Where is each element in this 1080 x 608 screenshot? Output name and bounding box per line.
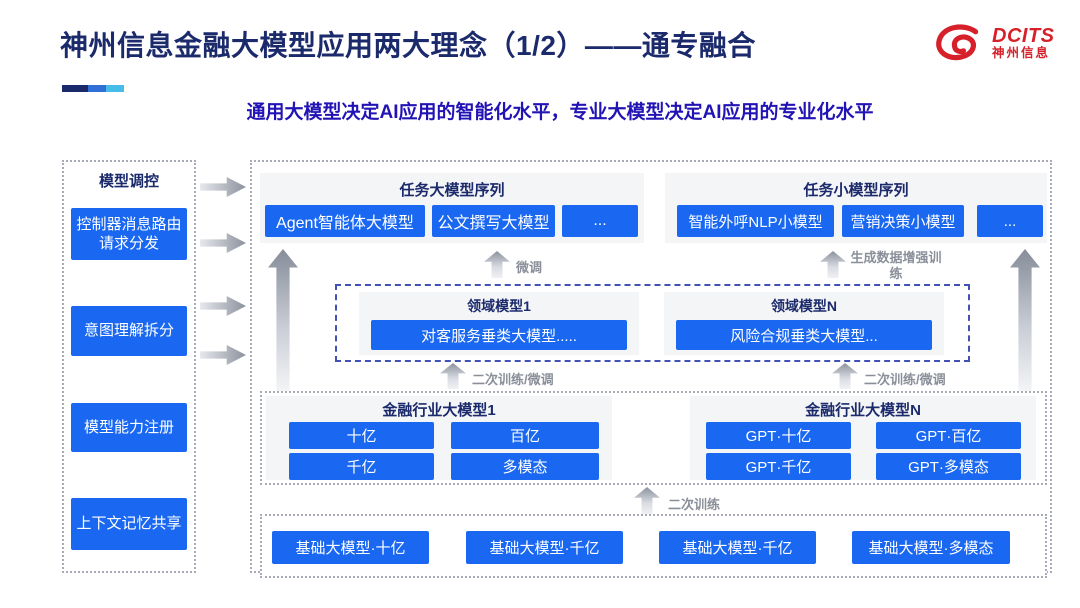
section-title: 任务大模型序列 xyxy=(399,182,505,199)
arrow-up-icon xyxy=(832,363,858,389)
model-chip-base-1b: 基础大模型·十亿 xyxy=(272,531,429,564)
arrow-right-icon xyxy=(200,233,246,253)
section-title: 领域模型N xyxy=(770,298,838,314)
arrow-up-icon xyxy=(634,487,660,514)
arrow-up-icon xyxy=(484,251,510,278)
model-chip-multimodal: 多模态 xyxy=(451,453,599,480)
retrain-finetune-label: 二次训练/微调 xyxy=(864,372,946,387)
arrow-up-large-icon xyxy=(1010,249,1040,391)
data-augment-label: 生成数据增强训练 xyxy=(850,250,942,282)
slide-subtitle: 通用大模型决定AI应用的智能化水平，专业大模型决定AI应用的专业化水平 xyxy=(246,102,874,123)
industry-model-1-box: 金融行业大模型1 十亿 百亿 千亿 多模态 xyxy=(266,396,612,480)
retrain-finetune-label: 二次训练/微调 xyxy=(472,372,554,387)
model-control-panel: 模型调控 控制器消息路由请求分发 意图理解拆分 模型能力注册 上下文记忆共享 xyxy=(62,160,196,573)
section-title: 金融行业大模型1 xyxy=(382,402,496,419)
dcits-swirl-icon xyxy=(936,24,979,61)
industry-model-n-box: 金融行业大模型N GPT·十亿 GPT·百亿 GPT·千亿 GPT·多模态 xyxy=(690,396,1036,480)
section-title: 金融行业大模型N xyxy=(805,402,921,419)
page-title: 神州信息金融大模型应用两大理念（1/2）——通专融合 xyxy=(60,30,756,61)
model-chip-gpt-1b: GPT·十亿 xyxy=(706,422,851,449)
industry-models-box: 金融行业大模型1 十亿 百亿 千亿 多模态 金融行业大模型N GPT·十亿 GP… xyxy=(260,391,1047,485)
arrow-right-icon xyxy=(200,177,246,197)
model-chip-agent: Agent智能体大模型 xyxy=(265,205,425,237)
task-large-series-box: 任务大模型序列 Agent智能体大模型 公文撰写大模型 ... xyxy=(260,173,644,243)
section-title: 任务小模型序列 xyxy=(803,182,909,199)
arrow-up-large-icon xyxy=(268,249,298,391)
retrain-label: 二次训练 xyxy=(668,497,721,512)
model-chip-marketing: 营销决策小模型 xyxy=(842,205,964,237)
domain-model-1-box: 领域模型1 对客服务垂类大模型..... xyxy=(359,292,639,355)
model-chip-more: ... xyxy=(562,205,638,237)
section-title: 领域模型1 xyxy=(467,298,531,314)
logo-brand-cn: 神州信息 xyxy=(992,45,1051,60)
domain-models-box: 领域模型1 对客服务垂类大模型..... 领域模型N 风险合规垂类大模型... xyxy=(335,284,970,362)
base-models-box: 基础大模型·十亿 基础大模型·千亿 基础大模型·千亿 基础大模型·多模态 xyxy=(260,514,1047,578)
model-chip-gpt-10b: GPT·百亿 xyxy=(876,422,1021,449)
model-chip-base-100b-2: 基础大模型·千亿 xyxy=(659,531,816,564)
model-chip-customer-service: 对客服务垂类大模型..... xyxy=(371,320,627,350)
model-chip-10b: 百亿 xyxy=(451,422,599,449)
model-chip-document: 公文撰写大模型 xyxy=(432,205,555,237)
arrow-up-icon xyxy=(820,251,846,278)
model-chip-gpt-100b: GPT·千亿 xyxy=(706,453,851,480)
domain-model-n-box: 领域模型N 风险合规垂类大模型... xyxy=(664,292,944,355)
architecture-diagram: 任务大模型序列 Agent智能体大模型 公文撰写大模型 ... 任务小模型序列 … xyxy=(250,160,1052,578)
arrow-up-icon xyxy=(440,363,466,389)
arrow-right-icon xyxy=(200,296,246,316)
finetune-label: 微调 xyxy=(516,260,543,275)
sidebar-item-intent: 意图理解拆分 xyxy=(71,306,187,356)
sidebar-item-registry: 模型能力注册 xyxy=(71,403,187,452)
model-chip-risk-compliance: 风险合规垂类大模型... xyxy=(676,320,932,350)
sidebar-title: 模型调控 xyxy=(98,173,159,190)
arrow-right-icon xyxy=(200,345,246,365)
title-accent-bar xyxy=(62,85,124,92)
model-chip-gpt-multimodal: GPT·多模态 xyxy=(876,453,1021,480)
model-chip-more: ... xyxy=(977,205,1043,237)
model-chip-base-100b: 基础大模型·千亿 xyxy=(466,531,623,564)
sidebar-item-router: 控制器消息路由请求分发 xyxy=(71,208,187,260)
task-small-series-box: 任务小模型序列 智能外呼NLP小模型 营销决策小模型 ... xyxy=(665,173,1047,243)
dcits-logo: DCITS 神州信息 xyxy=(934,22,1055,64)
model-chip-1b: 十亿 xyxy=(289,422,434,449)
model-chip-outbound: 智能外呼NLP小模型 xyxy=(677,205,834,237)
logo-brand: DCITS xyxy=(992,24,1055,47)
model-chip-100b: 千亿 xyxy=(289,453,434,480)
sidebar-item-context: 上下文记忆共享 xyxy=(71,498,187,550)
model-chip-base-multimodal: 基础大模型·多模态 xyxy=(852,531,1010,564)
